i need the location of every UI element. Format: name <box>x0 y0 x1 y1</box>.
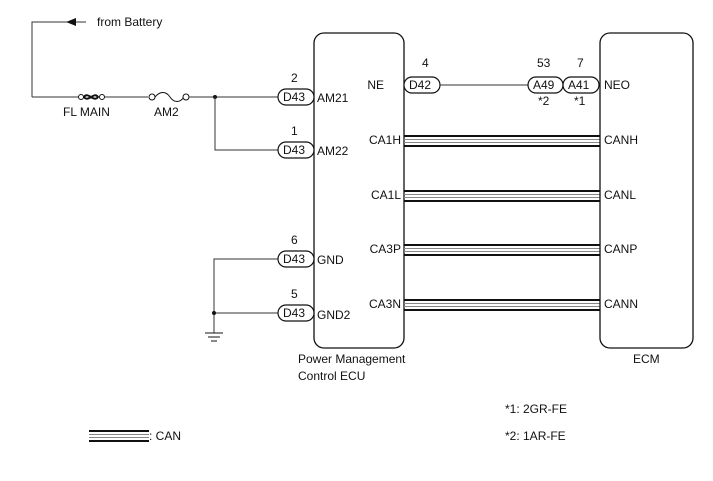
connector-code: D43 <box>283 252 305 266</box>
ecm-pin-canh: CANH <box>604 133 638 147</box>
can-wire <box>404 145 600 147</box>
pin-number: 1 <box>291 124 298 138</box>
pin-number: 6 <box>291 233 298 247</box>
pmc-pin-ca1h: CA1H <box>369 133 401 147</box>
pin-number: 5 <box>291 287 298 301</box>
ground-icon <box>205 332 223 342</box>
can-wire <box>404 190 600 192</box>
arrow-left-icon <box>66 18 76 26</box>
can-wire <box>404 244 600 246</box>
can-wire <box>404 251 600 252</box>
can-legend-label: : CAN <box>149 429 181 443</box>
can-bundle-ca3n-cann <box>404 299 600 311</box>
pmc-right-pin-ne: NE 4 D42 <box>367 56 441 94</box>
pin-name: GND <box>317 253 344 267</box>
can-wire <box>404 303 600 304</box>
can-legend-icon <box>89 430 149 442</box>
ecm-pin-canp: CANP <box>604 242 637 256</box>
junction-dot <box>212 311 216 315</box>
ecm-connector-a49: 53 A49 *2 <box>527 56 564 108</box>
can-wire <box>404 200 600 202</box>
can-bundle-ca1h-canh <box>404 135 600 147</box>
legend: : CAN *1: 2GR-FE *2: 1AR-FE <box>89 402 567 443</box>
ground-lines <box>205 258 278 342</box>
pin-number: 4 <box>422 56 429 70</box>
ecm-box <box>599 32 694 349</box>
pin-number: 53 <box>537 56 551 70</box>
can-bundles <box>404 135 600 311</box>
pmc-ecu-title-1: Power Management <box>298 352 406 366</box>
power-line: FL MAIN AM2 <box>32 92 278 151</box>
battery-feed: from Battery <box>31 15 162 97</box>
can-wire <box>404 139 600 140</box>
pmc-left-pin-gnd: 6 D43 GND <box>277 233 344 268</box>
note-2: *2: 1AR-FE <box>505 429 566 443</box>
ecm-pin-cann: CANN <box>604 297 638 311</box>
pin-name: AM21 <box>317 91 349 105</box>
ecm-connector-a41: 7 A41 *1 <box>562 56 600 108</box>
pmc-ecu-title-2: Control ECU <box>298 369 365 383</box>
ecm-title: ECM <box>633 352 660 366</box>
can-wire <box>404 142 600 143</box>
am2-fuse-icon <box>148 92 190 102</box>
pin-number: 2 <box>291 71 298 85</box>
can-bundle-ca3p-canp <box>404 244 600 256</box>
can-wire <box>404 248 600 249</box>
can-wire <box>404 309 600 311</box>
can-wire <box>404 197 600 198</box>
variant-note: *1 <box>574 94 586 108</box>
can-wire <box>404 194 600 195</box>
from-battery-label: from Battery <box>97 15 162 29</box>
pin-name: AM22 <box>317 144 349 158</box>
ecm-pin-canl: CANL <box>604 188 636 202</box>
fl-main-fuse-icon <box>78 94 105 100</box>
ecm-pin-neo: NEO <box>604 78 630 92</box>
pin-name: GND2 <box>317 308 351 322</box>
can-wire <box>404 306 600 307</box>
connector-code: D43 <box>283 143 305 157</box>
pmc-left-pin-gnd2: 5 D43 GND2 <box>277 287 351 322</box>
pin-name: NE <box>367 78 384 92</box>
pmc-pin-ca1l: CA1L <box>371 188 401 202</box>
fl-main-label: FL MAIN <box>63 105 110 119</box>
connector-code: D43 <box>283 306 305 320</box>
connector-code: D43 <box>283 90 305 104</box>
pmc-left-pin-am22: 1 D43 AM22 <box>277 124 349 159</box>
can-bundle-ca1l-canl <box>404 190 600 202</box>
pmc-pin-ca3p: CA3P <box>370 242 401 256</box>
can-wire <box>404 254 600 256</box>
connector-code: D42 <box>409 78 431 92</box>
pmc-left-pin-am21: 2 D43 AM21 <box>277 71 349 106</box>
connector-code: A49 <box>533 78 555 92</box>
note-1: *1: 2GR-FE <box>505 402 567 416</box>
pmc-pin-ca3n: CA3N <box>369 297 401 311</box>
can-wire <box>404 135 600 137</box>
am2-label: AM2 <box>154 105 179 119</box>
pin-number: 7 <box>577 56 584 70</box>
connector-code: A41 <box>568 78 590 92</box>
variant-note: *2 <box>538 94 550 108</box>
can-wire <box>404 299 600 301</box>
